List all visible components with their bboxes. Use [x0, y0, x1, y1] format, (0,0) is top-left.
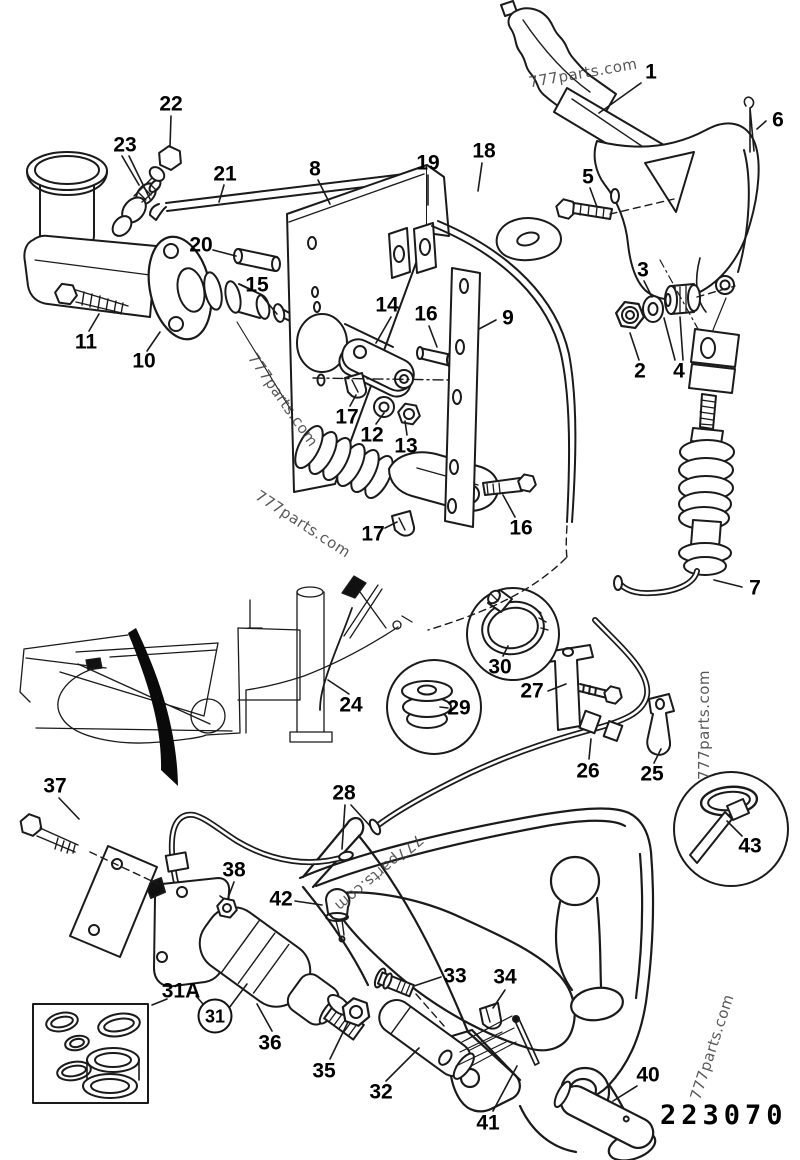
hand-brake-lever-1 — [495, 0, 760, 331]
leader-line-40 — [612, 1085, 638, 1102]
leader-line-16 — [428, 325, 438, 348]
flow-arrow-swoosh — [128, 628, 178, 786]
clamp-bracket-25 — [646, 693, 675, 756]
hydraulic-hose-28 — [164, 617, 651, 893]
bolt-16b — [482, 477, 523, 496]
master-cylinder-assembly — [23, 145, 423, 478]
leader-line-41 — [492, 1065, 518, 1112]
leader-line-32 — [385, 1047, 420, 1082]
leader-line-42 — [294, 900, 323, 906]
lynch-pin-detail-circle-43 — [673, 771, 789, 887]
pipe-run-curve — [431, 220, 577, 523]
leader-line-18 — [477, 162, 483, 192]
leader-line-3 — [643, 280, 653, 298]
bolt-37 — [19, 813, 43, 837]
support-bracket-27 — [545, 644, 623, 731]
bleed-screw-38 — [216, 897, 238, 919]
leader-line-27 — [547, 683, 567, 692]
leader-line-24 — [327, 679, 350, 695]
leader-line-25 — [653, 748, 662, 764]
clip-17b — [391, 510, 416, 537]
leader-line-4 — [663, 317, 676, 361]
leader-line-14 — [375, 316, 392, 344]
leader-line-20 — [212, 249, 237, 257]
bolt-33 — [373, 967, 415, 998]
leader-line-23 — [128, 155, 151, 200]
leader-line-28 — [341, 804, 346, 850]
leader-line-4 — [679, 316, 684, 361]
leader-line-5 — [589, 187, 598, 208]
leader-line-29 — [439, 706, 449, 709]
nut-2-washer-3-grommet-4 — [615, 283, 701, 330]
leader-line-15 — [261, 295, 278, 315]
nut-13 — [397, 402, 421, 426]
hose-clamp-detail-circle-30 — [466, 587, 560, 681]
leader-line-38 — [227, 881, 235, 899]
leader-line-22 — [169, 115, 172, 148]
leader-line-8 — [317, 179, 331, 205]
leader-line-31 — [228, 983, 248, 1009]
leader-line-2 — [629, 332, 640, 361]
leader-line-16 — [502, 494, 516, 518]
split-pin-41 — [514, 1018, 540, 1066]
cap-42 — [325, 888, 351, 921]
leader-line-9 — [478, 319, 497, 330]
leader-line-23 — [121, 155, 140, 186]
leader-line-17 — [384, 521, 398, 529]
leader-line-6 — [756, 120, 767, 130]
leader-line-17 — [349, 394, 357, 407]
leader-line-33 — [413, 976, 442, 987]
slave-cylinder-assembly-31 — [19, 813, 655, 1149]
alignment-dash-lines — [89, 198, 736, 1027]
boot-spring — [294, 425, 394, 499]
leader-line-43 — [726, 820, 743, 837]
leader-line-36 — [256, 1003, 273, 1032]
leader-line-12 — [375, 412, 385, 425]
leader-line-37 — [58, 797, 80, 820]
spring-stud-11 — [54, 282, 78, 306]
bolt-22 — [158, 145, 182, 171]
seal-kit-31A — [32, 1003, 149, 1104]
leader-line-10 — [146, 331, 161, 352]
leader-line-11 — [88, 313, 100, 332]
grommet-detail-circle-29 — [386, 659, 482, 755]
leader-line-31A — [195, 995, 204, 1005]
callout-leader-lines — [58, 82, 767, 1112]
nut-35 — [341, 997, 371, 1027]
washer-12 — [373, 396, 395, 418]
hose-union-26 — [578, 709, 602, 735]
strap-9 — [444, 267, 481, 528]
leader-line-21 — [218, 184, 225, 203]
cotter-pin-6 — [743, 96, 755, 153]
bolt-5 — [555, 198, 613, 220]
leader-line-7 — [713, 579, 743, 588]
clip-34 — [479, 1002, 503, 1030]
leader-line-30 — [502, 645, 509, 657]
leader-line-26 — [588, 738, 592, 760]
clevis-yoke — [388, 451, 500, 512]
brake-cable-assembly-7 — [613, 259, 740, 597]
machine-outline-sketch — [19, 575, 413, 744]
mounting-plate-8 — [286, 164, 537, 537]
drawing-part-number: 223070 — [660, 1100, 788, 1131]
leader-line-34 — [492, 989, 506, 1009]
sleeve-20 — [236, 248, 278, 272]
watermark-text-4: 777parts.com — [695, 669, 713, 781]
leader-line-13 — [404, 420, 408, 436]
clevis-pin-40 — [553, 1080, 655, 1149]
leader-line-35 — [329, 1021, 349, 1060]
leader-line-31A — [151, 998, 168, 1006]
leader-line-28 — [350, 804, 372, 828]
leader-line-1 — [598, 82, 642, 114]
